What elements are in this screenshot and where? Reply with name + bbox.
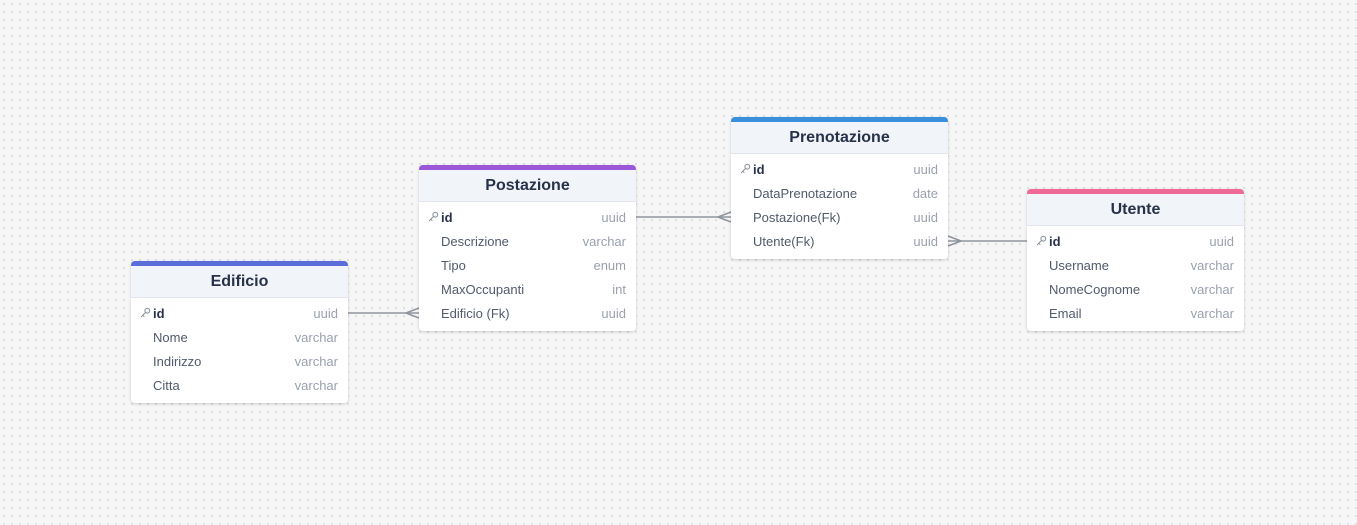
field-name: Descrizione	[441, 233, 509, 249]
field-name: id	[753, 161, 765, 177]
field-type: varchar	[1190, 281, 1234, 297]
field-name: MaxOccupanti	[441, 281, 525, 297]
field-type: uuid	[913, 161, 938, 177]
table-accent-bar	[1027, 189, 1244, 194]
field-type: varchar	[1190, 305, 1234, 321]
field-row-id[interactable]: id uuid	[131, 301, 348, 325]
table-title: Utente	[1110, 200, 1161, 218]
field-row-descrizione[interactable]: Descrizione varchar	[419, 229, 636, 253]
field-row-edificio-fk[interactable]: Edificio (Fk) uuid	[419, 301, 636, 325]
field-name: Indirizzo	[153, 353, 202, 369]
field-name: id	[153, 305, 165, 321]
field-type: uuid	[913, 209, 938, 225]
field-name: Utente(Fk)	[753, 233, 815, 249]
field-row-indirizzo[interactable]: Indirizzo varchar	[131, 349, 348, 373]
field-type: uuid	[1209, 233, 1234, 249]
field-row-maxoccupanti[interactable]: MaxOccupanti int	[419, 277, 636, 301]
crow-foot-icon	[405, 307, 420, 319]
field-name: id	[441, 209, 453, 225]
field-name: id	[1049, 233, 1061, 249]
crow-foot-icon	[947, 235, 962, 247]
field-name: Email	[1049, 305, 1082, 321]
field-row-postazione-fk[interactable]: Postazione(Fk) uuid	[731, 205, 948, 229]
field-row-dataprenotazione[interactable]: DataPrenotazione date	[731, 181, 948, 205]
field-type: varchar	[582, 233, 626, 249]
key-icon	[740, 163, 751, 174]
field-row-email[interactable]: Email varchar	[1027, 301, 1244, 325]
field-type: uuid	[913, 233, 938, 249]
table-header[interactable]: Postazione	[419, 170, 636, 202]
field-type: uuid	[601, 305, 626, 321]
field-type: enum	[593, 257, 626, 273]
key-icon	[1036, 235, 1047, 246]
field-name: DataPrenotazione	[753, 185, 858, 201]
field-row-id[interactable]: id uuid	[731, 157, 948, 181]
field-name: Edificio (Fk)	[441, 305, 510, 321]
table-title: Postazione	[485, 176, 570, 194]
table-header[interactable]: Prenotazione	[731, 122, 948, 154]
field-row-utente-fk[interactable]: Utente(Fk) uuid	[731, 229, 948, 253]
field-row-tipo[interactable]: Tipo enum	[419, 253, 636, 277]
field-name: Tipo	[441, 257, 466, 273]
field-name: NomeCognome	[1049, 281, 1141, 297]
field-row-username[interactable]: Username varchar	[1027, 253, 1244, 277]
field-name: Nome	[153, 329, 188, 345]
relationship-utente-prenotazione[interactable]	[947, 235, 1027, 247]
field-row-nome[interactable]: Nome varchar	[131, 325, 348, 349]
table-accent-bar	[131, 261, 348, 266]
field-type: varchar	[294, 353, 338, 369]
table-accent-bar	[731, 117, 948, 122]
field-type: date	[912, 185, 938, 201]
table-title: Prenotazione	[789, 128, 890, 146]
relationship-edificio-postazione[interactable]	[348, 307, 420, 319]
crow-foot-icon	[717, 211, 732, 223]
key-icon	[140, 307, 151, 318]
field-row-id[interactable]: id uuid	[419, 205, 636, 229]
key-icon	[428, 211, 439, 222]
field-row-citta[interactable]: Citta varchar	[131, 373, 348, 397]
table-accent-bar	[419, 165, 636, 170]
field-row-id[interactable]: id uuid	[1027, 229, 1244, 253]
field-type: varchar	[294, 329, 338, 345]
field-row-nomecognome[interactable]: NomeCognome varchar	[1027, 277, 1244, 301]
table-header[interactable]: Edificio	[131, 266, 348, 298]
table-title: Edificio	[210, 272, 269, 290]
field-name: Postazione(Fk)	[753, 209, 841, 225]
field-type: varchar	[294, 377, 338, 393]
field-type: varchar	[1190, 257, 1234, 273]
field-type: int	[612, 281, 626, 297]
field-type: uuid	[313, 305, 338, 321]
table-header[interactable]: Utente	[1027, 194, 1244, 226]
relationship-postazione-prenotazione[interactable]	[636, 211, 732, 223]
field-type: uuid	[601, 209, 626, 225]
field-name: Username	[1049, 257, 1109, 273]
field-name: Citta	[153, 377, 180, 393]
